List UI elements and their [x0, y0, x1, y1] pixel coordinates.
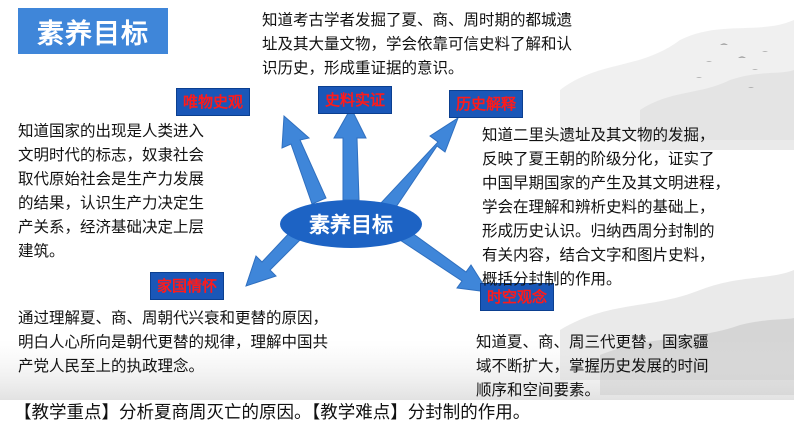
text-bottom-left: 通过理解夏、商、周朝代兴衰和更替的原因， 明白人心所向是朝代更替的规律，理解中国…	[18, 306, 398, 378]
tag-shikong: 时空观念	[480, 283, 555, 311]
text-line: 知道考古学者发掘了夏、商、周时期的都城遗	[262, 11, 573, 29]
text-line: 产党人民至上的执政理念。	[18, 357, 205, 375]
text-line: 域不断扩大，掌握历史发展的时间	[476, 357, 709, 375]
arrow-weiwu	[281, 114, 327, 205]
tag-jiaguo: 家国情怀	[150, 272, 225, 300]
text-line: 通过理解夏、商、周朝代兴衰和更替的原因，	[18, 309, 329, 327]
teaching-focus-bar: 【教学重点】分析夏商周灭亡的原因。【教学难点】分封制的作用。	[14, 399, 530, 424]
text-bottom-right: 知道夏、商、周三代更替，国家疆 域不断扩大，掌握历史发展的时间 顺序和空间要素。	[476, 330, 776, 402]
text-line: 学会在理解和辨析史料的基础上，	[482, 198, 715, 216]
text-line: 中国早期国家的产生及其文明进程，	[482, 174, 731, 192]
text-top: 知道考古学者发掘了夏、商、周时期的都城遗 址及其大量文物，学会依靠可信史料了解和…	[262, 8, 672, 80]
arrow-lishi	[379, 116, 460, 211]
text-line: 址及其大量文物，学会依靠可信史料了解和认	[262, 35, 573, 53]
text-line: 形成历史认识。归纳西周分封制的	[482, 222, 715, 240]
text-line: 明白人心所向是朝代更替的规律，理解中国共	[18, 333, 329, 351]
text-line: 建筑。	[18, 242, 65, 260]
key-point-text: 分析夏商周灭亡的原因。	[119, 403, 312, 423]
birds-decoration	[696, 43, 768, 88]
key-point-label: 【教学重点】	[14, 403, 119, 423]
tag-lishi: 历史解释	[449, 90, 524, 118]
text-line: 反映了夏王朝的阶级分化，证实了	[482, 150, 715, 168]
text-right: 知道二里头遗址及其文物的发掘， 反映了夏王朝的阶级分化，证实了 中国早期国家的产…	[482, 123, 782, 291]
diagram-arrows	[245, 106, 489, 293]
arrow-shikong	[399, 229, 489, 293]
arrow-shiliao	[333, 106, 367, 201]
page-title: 素养目标	[18, 8, 168, 54]
difficulty-label: 【教学难点】	[311, 403, 408, 423]
text-line: 文明时代的标志，奴隶社会	[18, 146, 205, 164]
arrow-jiaguo	[245, 229, 301, 287]
text-line: 产关系，经济基础决定上层	[18, 218, 205, 236]
text-left: 知道国家的出现是人类进入 文明时代的标志，奴隶社会 取代原始社会是生产力发展 的…	[18, 119, 258, 263]
text-line: 概括分封制的作用。	[482, 270, 622, 288]
difficulty-text: 分封制的作用。	[407, 403, 531, 423]
text-line: 的结果，认识生产力决定生	[18, 194, 205, 212]
text-line: 取代原始社会是生产力发展	[18, 170, 205, 188]
text-line: 知道二里头遗址及其文物的发掘，	[482, 126, 715, 144]
tag-weiwu: 唯物史观	[176, 88, 251, 116]
text-line: 识历史，形成重证据的意识。	[262, 59, 464, 77]
text-line: 有关内容，结合文字和图片史料，	[482, 246, 715, 264]
tag-shiliao: 史料实证	[318, 86, 393, 114]
text-line: 知道夏、商、周三代更替，国家疆	[476, 333, 709, 351]
text-line: 顺序和空间要素。	[476, 381, 601, 399]
center-node: 素养目标	[280, 200, 422, 248]
text-line: 知道国家的出现是人类进入	[18, 122, 205, 140]
